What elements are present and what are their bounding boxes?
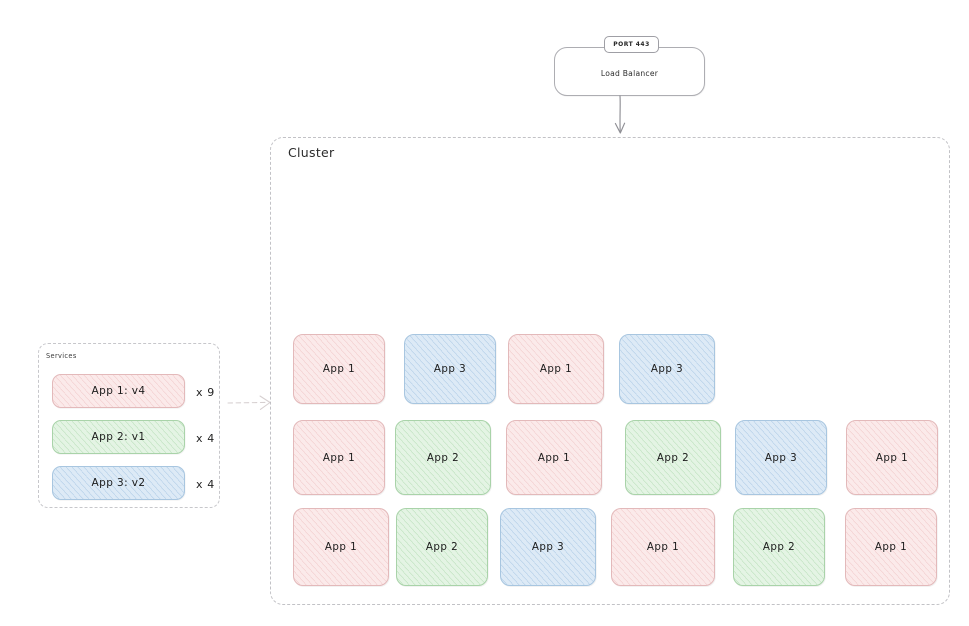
pod-app-3[interactable]: App 3 <box>619 334 715 404</box>
load-balancer-to-cluster-arrow <box>614 95 626 134</box>
pod-app-2[interactable]: App 2 <box>625 420 721 495</box>
services-to-cluster-arrow <box>227 395 271 410</box>
pod-app-1[interactable]: App 1 <box>293 334 385 404</box>
pod-label: App 2 <box>656 451 690 464</box>
pod-label: App 2 <box>426 451 460 464</box>
pod-label: App 3 <box>650 363 684 375</box>
pod-label: App 1 <box>322 451 356 464</box>
service-count-app-3: x 4 <box>196 478 215 491</box>
pod-label: App 2 <box>425 541 459 553</box>
pod-label: App 1 <box>322 363 356 375</box>
pod-label: App 1 <box>539 363 573 375</box>
pod-label: App 1 <box>646 541 680 553</box>
pod-app-1[interactable]: App 1 <box>845 508 937 586</box>
pod-label: App 1 <box>875 451 909 464</box>
pod-app-1[interactable]: App 1 <box>293 420 385 495</box>
load-balancer-label: Load Balancer <box>600 69 659 78</box>
pod-label: App 1 <box>874 541 908 553</box>
pod-app-3[interactable]: App 3 <box>735 420 827 495</box>
load-balancer-node[interactable]: Load Balancer <box>554 47 705 96</box>
pod-app-1[interactable]: App 1 <box>506 420 602 495</box>
services-panel[interactable] <box>38 343 220 508</box>
service-item-label: App 1: v4 <box>91 385 146 397</box>
pod-app-2[interactable]: App 2 <box>396 508 488 586</box>
service-count-app-1: x 9 <box>196 386 215 399</box>
pod-label: App 3 <box>433 363 467 375</box>
pod-label: App 3 <box>764 451 798 464</box>
pod-app-3[interactable]: App 3 <box>404 334 496 404</box>
pod-label: App 1 <box>537 451 571 464</box>
pod-app-1[interactable]: App 1 <box>508 334 604 404</box>
pod-app-2[interactable]: App 2 <box>733 508 825 586</box>
cluster-container[interactable] <box>270 137 950 605</box>
pod-app-1[interactable]: App 1 <box>846 420 938 495</box>
pod-label: App 1 <box>324 541 358 553</box>
services-panel-title: Services <box>46 352 77 360</box>
pod-app-2[interactable]: App 2 <box>395 420 491 495</box>
pod-app-1[interactable]: App 1 <box>293 508 389 586</box>
cluster-label: Cluster <box>288 145 335 160</box>
pod-label: App 3 <box>531 541 565 553</box>
port-badge: PORT 443 <box>604 36 659 53</box>
service-item-app-2[interactable]: App 2: v1 <box>52 420 185 454</box>
service-item-label: App 3: v2 <box>91 477 146 489</box>
service-item-app-3[interactable]: App 3: v2 <box>52 466 185 500</box>
pod-app-1[interactable]: App 1 <box>611 508 715 586</box>
pod-label: App 2 <box>762 541 796 553</box>
service-count-app-2: x 4 <box>196 432 215 445</box>
service-item-app-1[interactable]: App 1: v4 <box>52 374 185 408</box>
service-item-label: App 2: v1 <box>91 431 146 443</box>
pod-app-3[interactable]: App 3 <box>500 508 596 586</box>
